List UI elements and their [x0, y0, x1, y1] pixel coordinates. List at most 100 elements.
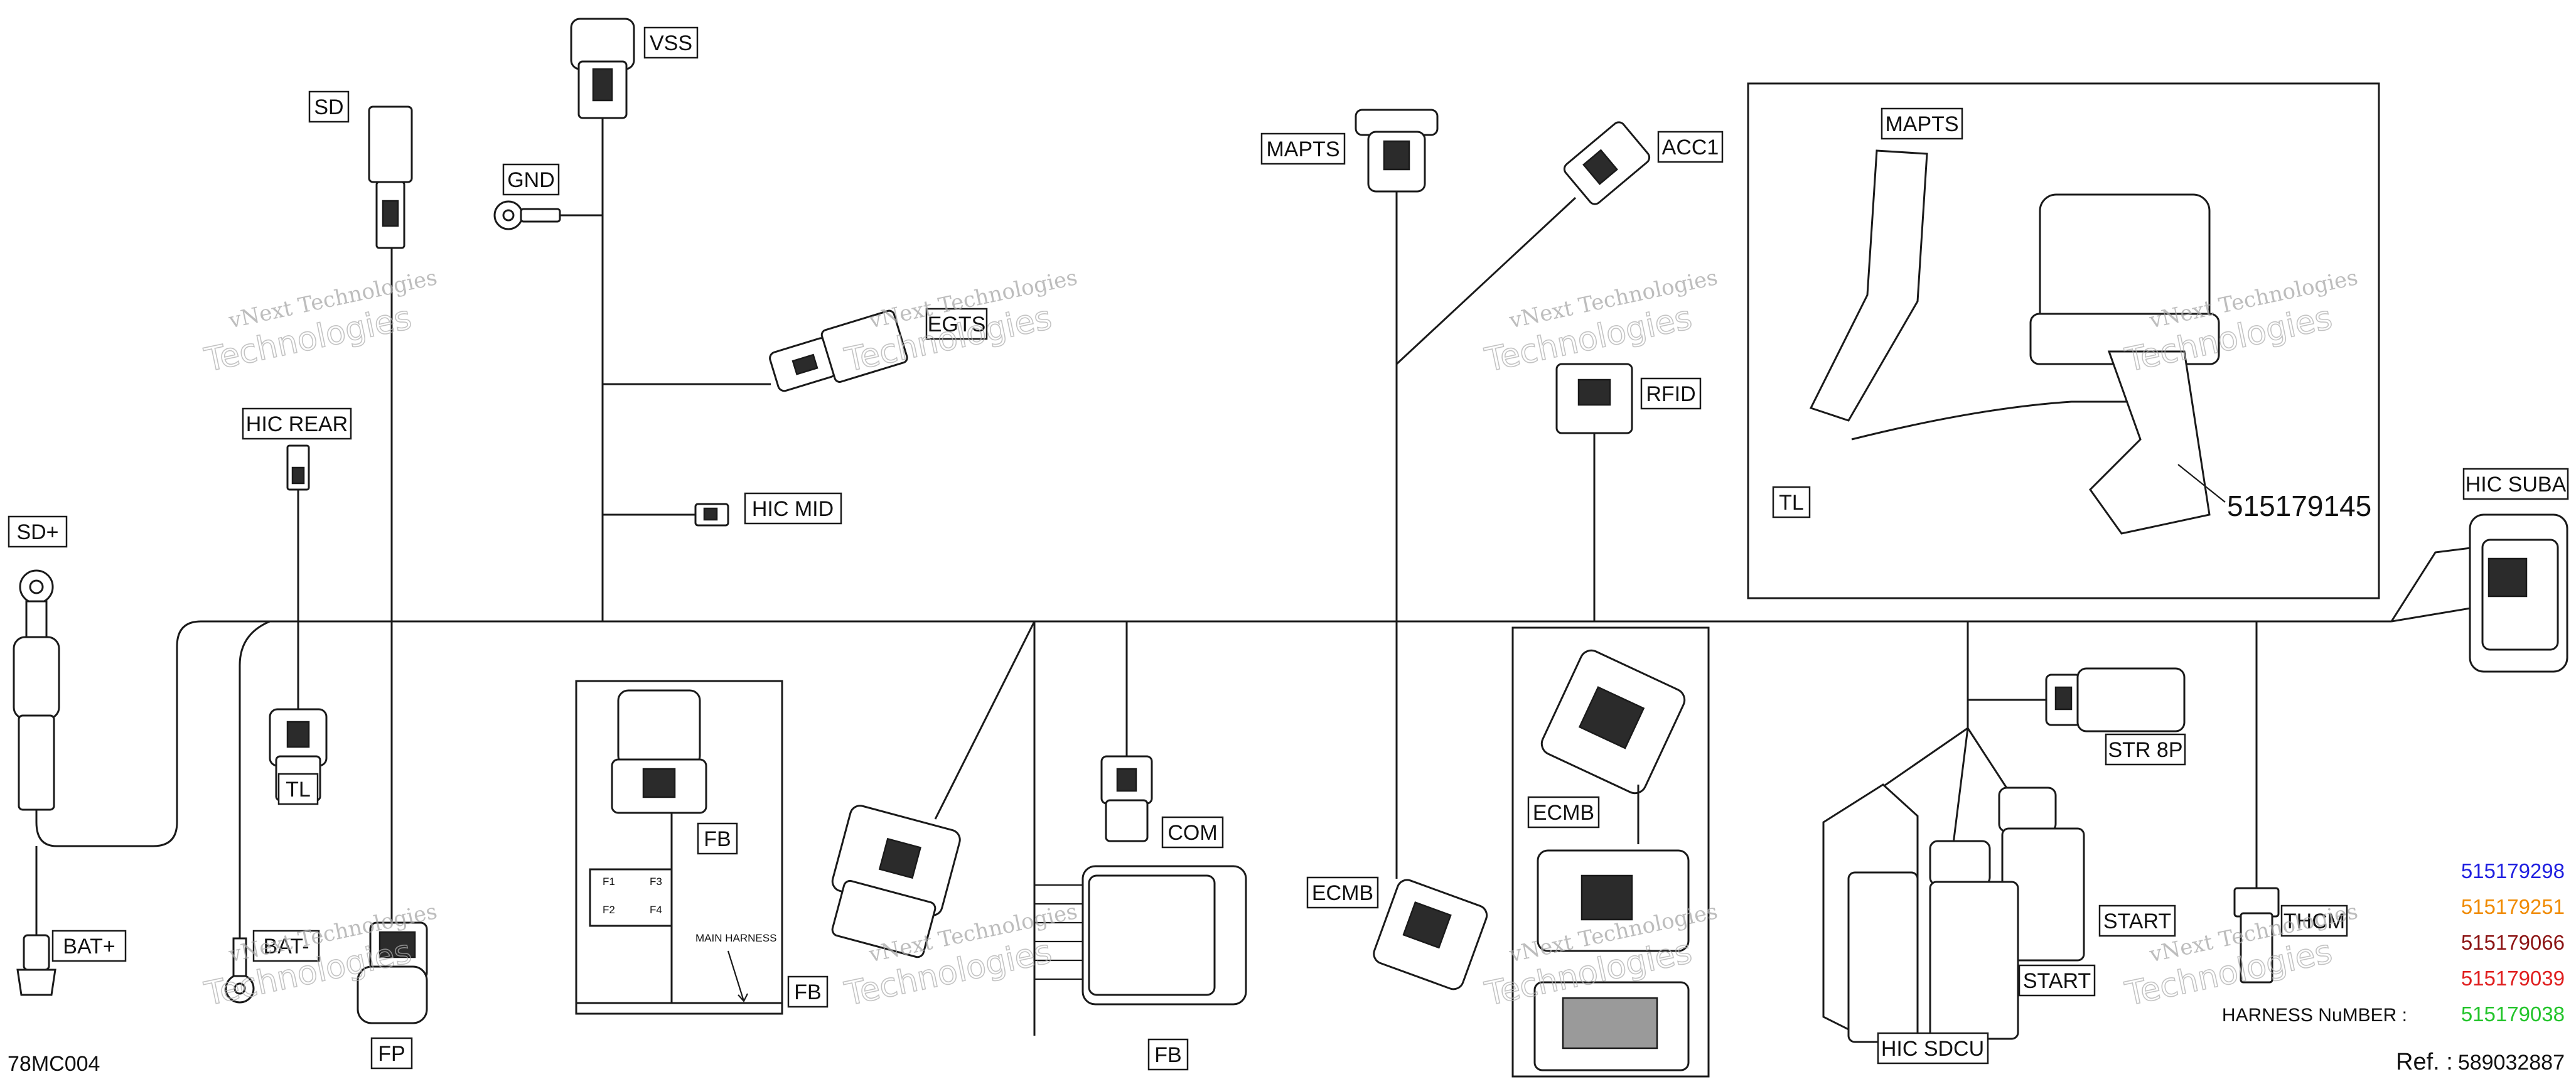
harness-number-4: 515179039 — [2461, 967, 2565, 990]
label-start-b: START — [2018, 964, 2096, 997]
hic-sdcu-connector[interactable] — [1822, 783, 1919, 1043]
svg-text:FP: FP — [378, 1042, 405, 1066]
svg-text:RFID: RFID — [1646, 382, 1695, 406]
mapts-bracket-inset — [1747, 82, 2380, 599]
hic-rear-connector[interactable] — [286, 444, 310, 491]
main-harness-arrow — [727, 950, 748, 1002]
vss-connector[interactable] — [570, 18, 635, 119]
svg-text:FB: FB — [1154, 1043, 1181, 1067]
fuse-f3: F3 — [650, 876, 662, 888]
hic-suba-connector[interactable] — [2469, 513, 2568, 673]
label-acc1: ACC1 — [1657, 131, 1724, 163]
svg-text:FB: FB — [704, 827, 731, 851]
reference-label: Ref. : — [2396, 1049, 2453, 1075]
svg-text:HIC REAR: HIC REAR — [246, 412, 348, 436]
ecmb-left-connector[interactable] — [1371, 877, 1489, 992]
svg-text:COM: COM — [1167, 821, 1217, 845]
harness-number-label: HARNESS NuMBER : — [2222, 1005, 2407, 1026]
sd-connector[interactable] — [368, 105, 413, 249]
svg-text:BAT+: BAT+ — [63, 935, 115, 958]
label-sd-plus: SD+ — [8, 515, 68, 548]
acc1-connector[interactable] — [1562, 120, 1651, 207]
reference-value: 589032887 — [2458, 1051, 2565, 1075]
str8p-connector[interactable] — [2045, 667, 2186, 733]
label-ecmb-left: ECMB — [1306, 876, 1379, 909]
bat-minus-ring-terminal[interactable] — [225, 937, 255, 1004]
svg-text:ECMB: ECMB — [1312, 881, 1373, 905]
gnd-ring-terminal[interactable] — [493, 200, 561, 230]
sd-plus-terminal[interactable] — [13, 569, 60, 811]
svg-text:SD+: SD+ — [16, 520, 58, 544]
fuse-grid — [589, 868, 673, 927]
fuse-box-panel: F1 F3 F2 F4 MAIN HARNESS — [575, 680, 783, 1015]
label-inset-mapts: MAPTS — [1881, 107, 1963, 140]
com-connector[interactable] — [1100, 755, 1153, 842]
label-hic-sdcu: HIC SDCU — [1877, 1032, 1989, 1065]
start-connector-a[interactable] — [1998, 786, 2085, 962]
svg-text:STR 8P: STR 8P — [2108, 738, 2182, 762]
fb-relay-connector[interactable] — [819, 803, 962, 960]
egts-connector[interactable] — [766, 309, 908, 400]
acc1-wire — [1395, 196, 1577, 365]
bat-minus-wire — [239, 620, 271, 942]
component-labels: VSS SD GND EGTS HIC REAR HIC MID SD+ BAT… — [8, 26, 2569, 1071]
thcm-connector[interactable] — [2233, 887, 2280, 984]
label-hic-mid: HIC MID — [744, 492, 842, 525]
svg-text:HIC SUBA: HIC SUBA — [2466, 473, 2567, 496]
watermark-2: vNext Technologies Technologies — [841, 265, 1080, 380]
fb-relay-wire — [934, 621, 1036, 820]
label-inset-tl: TL — [1772, 486, 1811, 518]
svg-text:START: START — [2103, 910, 2171, 933]
label-tl: TL — [277, 773, 319, 805]
fuse-f2: F2 — [603, 904, 615, 916]
connector-parts — [13, 18, 2568, 1043]
svg-text:VSS: VSS — [650, 31, 692, 55]
fuse-box-relay[interactable] — [611, 689, 707, 814]
rfid-connector[interactable] — [1555, 363, 1633, 434]
hic-mid-connector[interactable] — [694, 503, 729, 527]
label-str8p: STR 8P — [2105, 733, 2186, 766]
label-start-a: START — [2098, 904, 2176, 937]
svg-text:ECMB: ECMB — [1533, 801, 1594, 825]
fb-bottom-box[interactable] — [1081, 865, 1247, 1006]
harness-number-1: 515179298 — [2461, 859, 2565, 883]
label-mapts: MAPTS — [1260, 132, 1346, 165]
label-egts: EGTS — [925, 308, 988, 340]
harness-number-2: 515179251 — [2461, 895, 2565, 918]
label-bat-plus: BAT+ — [51, 930, 127, 962]
svg-text:SD: SD — [314, 95, 343, 119]
watermark-3: vNext Technologies Technologies — [1481, 265, 1720, 380]
label-hic-rear: HIC REAR — [242, 407, 352, 440]
bat-plus-terminal[interactable] — [16, 846, 56, 996]
mapts-bracket — [2089, 350, 2211, 535]
label-thcm: THCM — [2280, 904, 2348, 937]
sdcu-wire-3 — [1967, 727, 2010, 792]
label-gnd: GND — [502, 163, 560, 196]
inset-tl-cable — [1851, 400, 2178, 441]
svg-text:GND: GND — [507, 168, 555, 192]
svg-text:FB: FB — [794, 980, 821, 1004]
main-harness-note: MAIN HARNESS — [695, 932, 776, 944]
ecmb-inset-top-connector[interactable] — [1538, 647, 1688, 797]
ecmb-inset-middle-connector[interactable] — [1537, 849, 1690, 952]
svg-text:TL: TL — [1779, 491, 1804, 515]
fp-connector[interactable] — [357, 921, 428, 1024]
label-fp: FP — [370, 1037, 413, 1070]
svg-text:HIC SDCU: HIC SDCU — [1881, 1037, 1984, 1061]
harness-number-3: 515179066 — [2461, 931, 2565, 954]
svg-text:THCM: THCM — [2284, 910, 2345, 933]
mapts-connector[interactable] — [1355, 109, 1439, 193]
harness-number-5: 515179038 — [2461, 1002, 2565, 1026]
svg-text:HIC MID: HIC MID — [752, 497, 834, 521]
svg-text:MAPTS: MAPTS — [1885, 112, 1958, 136]
svg-text:MAPTS: MAPTS — [1266, 137, 1339, 161]
svg-text:START: START — [2023, 969, 2091, 993]
sdcu-wire-2 — [1951, 727, 1969, 854]
ecmb-inset-panel — [1511, 626, 1710, 1078]
label-rfid: RFID — [1640, 377, 1702, 410]
label-fb-bottom: FB — [1147, 1038, 1189, 1071]
ecmb-inset-bottom-connector[interactable] — [1533, 981, 1690, 1071]
diagram-code: 78MC004 — [8, 1052, 100, 1076]
label-com: COM — [1161, 816, 1224, 849]
